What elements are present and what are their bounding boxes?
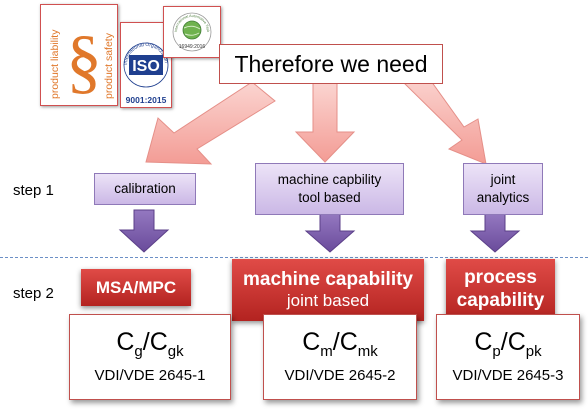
formula-box-cm: Cm/Cmk VDI/VDE 2645-2 xyxy=(263,314,417,400)
machine-tool-line1: machine capbility xyxy=(277,171,382,187)
arrow-to-joint xyxy=(402,73,487,165)
formula-box-cp: Cp/Cpk VDI/VDE 2645-3 xyxy=(436,314,580,400)
formula-symbol: C xyxy=(116,328,135,356)
standard-label: VDI/VDE 2645-3 xyxy=(452,367,564,384)
product-liability-text: product liability xyxy=(49,29,61,99)
joint-analytics-line2: analytics xyxy=(476,190,530,205)
step-divider xyxy=(0,257,588,258)
formula-symbol: C xyxy=(302,328,321,356)
product-safety-text: product safety xyxy=(103,32,115,99)
iso-9001-logo: International Organization for Standardi… xyxy=(119,19,172,108)
arrow-to-machine xyxy=(294,81,356,163)
machine-capability-joint-box: machine capability joint based xyxy=(232,259,424,321)
iatf-standard-text: 16949:2016 xyxy=(179,44,206,50)
step-1-label: step 1 xyxy=(13,182,54,199)
title-text: Therefore we need xyxy=(234,50,428,77)
machine-capability-tool-box: machine capbility tool based xyxy=(255,163,404,215)
product-liability-logo: product liability product safety § xyxy=(40,4,118,106)
calibration-box: calibration xyxy=(94,173,196,205)
arrow-to-calibration xyxy=(145,81,276,165)
standard-label: VDI/VDE 2645-2 xyxy=(284,367,396,384)
msa-mpc-label: MSA/MPC xyxy=(95,277,177,297)
arrow-joint-down xyxy=(469,213,521,253)
machine-tool-line2: tool based xyxy=(298,190,361,205)
formula-subscript: g xyxy=(134,343,143,360)
step-2-label: step 2 xyxy=(13,285,54,302)
formula-subscript: pk xyxy=(525,343,542,360)
globe-icon xyxy=(182,20,202,40)
process-capability-line2: capability xyxy=(456,290,545,311)
formula-subscript: gk xyxy=(167,343,184,360)
iso-standard-text: 9001:2015 xyxy=(126,95,167,105)
machine-joint-line2: joint based xyxy=(286,291,370,310)
formula-subscript: mk xyxy=(357,343,378,360)
title-box: Therefore we need xyxy=(219,44,443,84)
formula-box-cg: Cg/Cgk VDI/VDE 2645-1 xyxy=(69,314,231,400)
iatf-16949-logo: International Automotive Task Force 1694… xyxy=(163,4,221,58)
formula-symbol: C xyxy=(339,328,358,356)
process-capability-line1: process xyxy=(464,267,537,289)
formula-subscript: m xyxy=(320,343,333,360)
process-capability-box: process capability xyxy=(446,259,555,321)
joint-analytics-line1: joint xyxy=(490,171,516,187)
joint-analytics-box: joint analytics xyxy=(463,163,543,215)
arrow-calibration-down xyxy=(118,209,170,253)
iso-logo-graphic: International Organization for Standardi… xyxy=(119,19,169,105)
standard-label: VDI/VDE 2645-1 xyxy=(94,367,206,384)
paragraph-logo-graphic: product liability product safety § xyxy=(49,21,115,101)
formula-symbol: C xyxy=(149,328,168,356)
calibration-label: calibration xyxy=(114,180,176,196)
formula-cp-cpk: Cp/Cpk xyxy=(474,328,542,360)
paragraph-icon: § xyxy=(66,21,102,101)
formula-cg-cgk: Cg/Cgk xyxy=(116,328,184,360)
formula-cm-cmk: Cm/Cmk xyxy=(302,328,378,360)
arrow-machine-down xyxy=(304,213,356,253)
msa-mpc-box: MSA/MPC xyxy=(81,269,191,306)
formula-subscript: p xyxy=(492,343,501,360)
iso-mark-text: ISO xyxy=(132,58,160,75)
machine-joint-line1: machine capability xyxy=(242,269,413,290)
iatf-logo-graphic: International Automotive Task Force 1694… xyxy=(163,4,212,52)
formula-symbol: C xyxy=(507,328,526,356)
formula-symbol: C xyxy=(474,328,493,356)
